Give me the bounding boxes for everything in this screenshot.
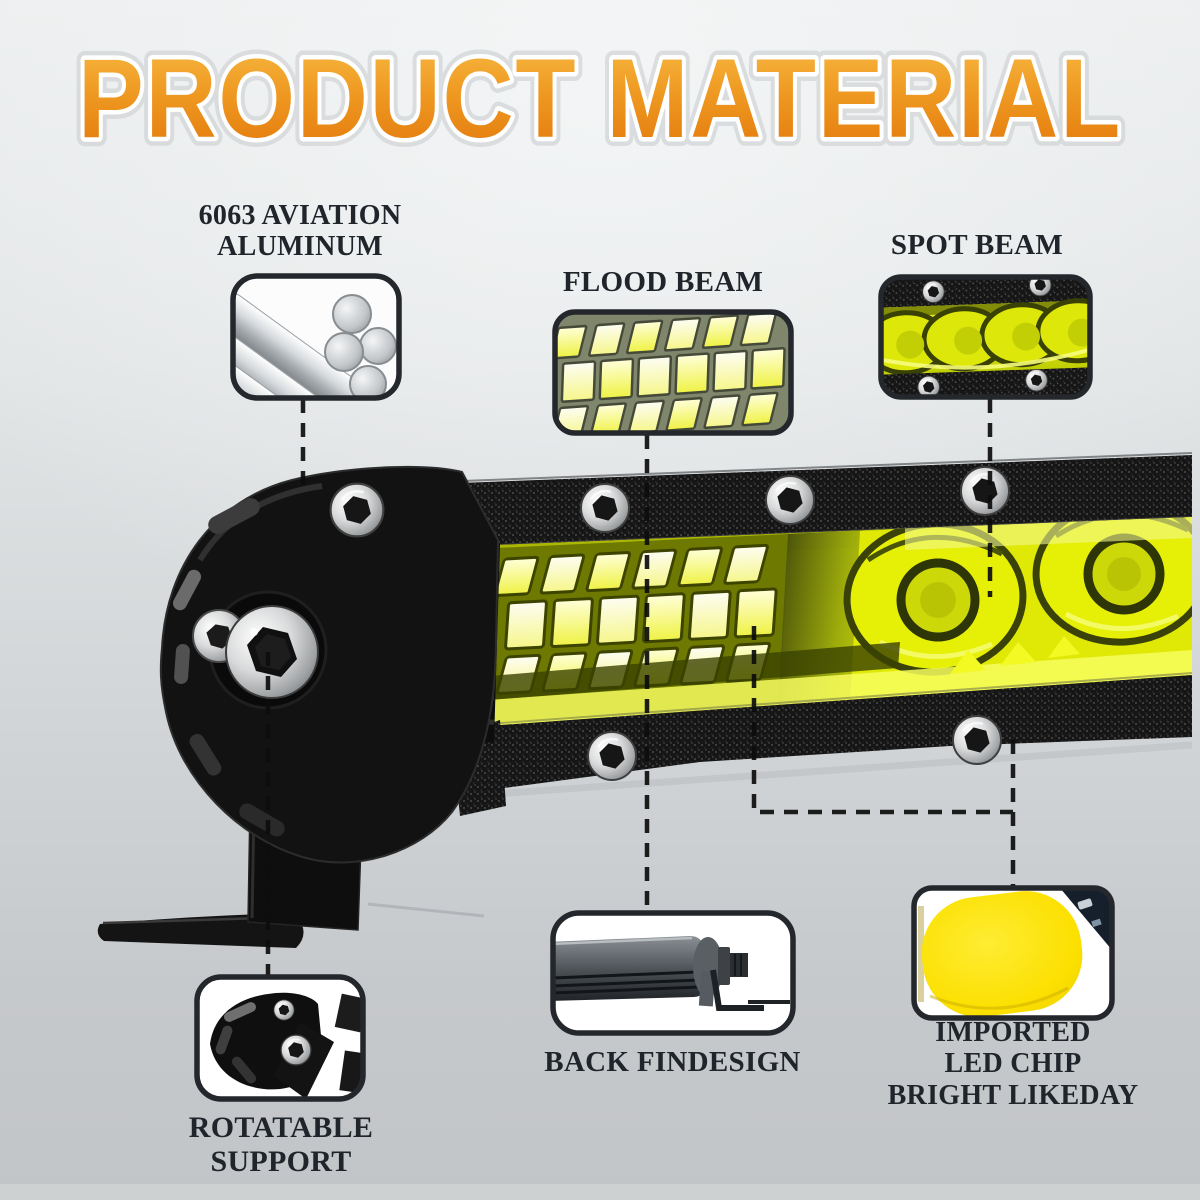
led-chip-connector-line <box>751 626 1016 886</box>
lens-bottom-shadow <box>488 642 900 700</box>
back-fin-detail <box>553 936 790 1011</box>
page-title: PRODUCT MATERIAL <box>78 36 1122 161</box>
spot-beam-label-line1: SPOT BEAM <box>890 229 1064 261</box>
bar-lens <box>487 517 1192 726</box>
rotatable-support-detail <box>210 992 363 1099</box>
spot-beam-callout-image <box>878 274 1093 400</box>
background-bottom-strip <box>0 1184 1200 1200</box>
back-fin-callout-image <box>550 910 796 1036</box>
spot-beam-label: SPOT BEAM <box>837 229 1117 261</box>
end-cap-slot <box>208 498 260 534</box>
bar-bottom-frame <box>474 672 1193 792</box>
end-cap-slot <box>189 733 222 776</box>
led-chip-label-line2: LED CHIP <box>944 1048 1082 1080</box>
rotatable-support-label-line1: ROTATABLE <box>188 1111 374 1144</box>
aluminum-label-line1: 6063 AVIATION <box>198 200 402 231</box>
flood-beam-label-line1: FLOOD BEAM <box>562 266 764 298</box>
page-title-glow: PRODUCT MATERIAL <box>78 36 1122 161</box>
flood-beam-chips <box>555 312 791 433</box>
aluminum-label: 6063 AVIATION ALUMINUM <box>160 200 440 263</box>
led-chip-callout-image <box>911 885 1115 1021</box>
rotatable-support-label: ROTATABLE SUPPORT <box>141 1111 421 1178</box>
rotatable-support-label-line2: SUPPORT <box>210 1144 352 1178</box>
end-cap-slot <box>239 803 285 837</box>
back-fin-label: BACK FINDESIGN <box>532 1046 813 1078</box>
spot-reflector-left <box>843 520 1027 676</box>
light-bar-photo <box>97 452 1193 948</box>
lens-bottom-highlight <box>487 650 1192 726</box>
aluminum-callout-image <box>230 273 402 401</box>
back-fin-label-line1: BACK FINDESIGN <box>544 1046 801 1078</box>
pivot-bolt <box>225 605 319 699</box>
bar-shadow <box>479 741 1193 799</box>
led-chip-detail <box>918 888 1112 1017</box>
aluminum-label-line2: ALUMINUM <box>217 231 383 263</box>
bracket-wire <box>367 902 485 918</box>
led-chip-label: IMPORTED LED CHIP BRIGHT LIKEDAY <box>873 1017 1153 1111</box>
end-cap <box>159 465 500 864</box>
flood-beam-callout-image <box>552 309 794 436</box>
connector-lines <box>265 399 1016 975</box>
led-chip-label-line3: BRIGHT LIKEDAY <box>887 1079 1139 1111</box>
rotatable-support-callout-image <box>194 974 366 1102</box>
end-cap-slot <box>172 569 202 611</box>
flood-beam-label: FLOOD BEAM <box>523 266 803 298</box>
end-cap-screw <box>329 482 385 538</box>
end-cap-slot <box>174 644 190 684</box>
led-chip-label-line1: IMPORTED <box>935 1017 1091 1048</box>
lens-teeth <box>950 636 1080 674</box>
spot-beam-detail <box>881 277 1090 397</box>
